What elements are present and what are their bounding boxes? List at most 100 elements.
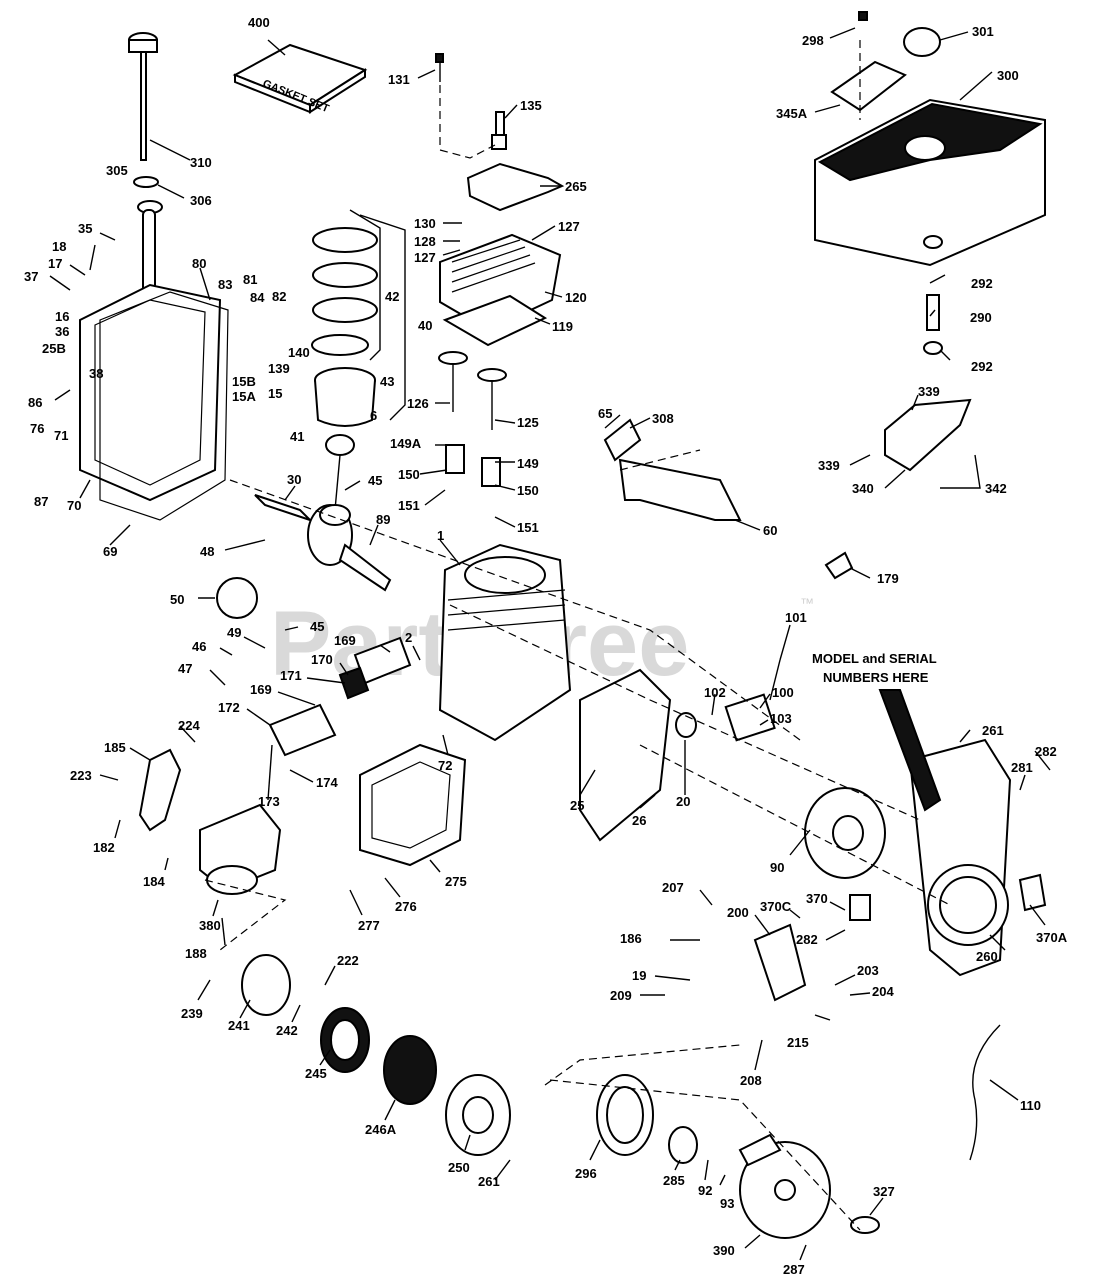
part-label: 15A — [232, 389, 256, 404]
cylinder-head — [439, 233, 562, 332]
control-bracket — [884, 398, 972, 472]
part-label: 292 — [971, 276, 993, 291]
part-label: 370 — [806, 891, 828, 906]
part-label: 290 — [970, 310, 992, 325]
part-label: 15B — [232, 374, 256, 389]
part-label: 203 — [857, 963, 879, 978]
watermark-trademark: ™ — [800, 595, 814, 611]
part-label: 135 — [520, 98, 542, 113]
spark-plug — [491, 111, 507, 150]
part-label: 87 — [34, 494, 48, 509]
part-label: 174 — [316, 775, 338, 790]
part-label: 242 — [276, 1023, 298, 1038]
part-label: 149A — [390, 436, 422, 451]
blower-housing — [579, 668, 672, 842]
part-label: 45 — [310, 619, 324, 634]
part-label: 2 — [405, 630, 412, 645]
part-label: 250 — [448, 1160, 470, 1175]
part-label: 173 — [258, 794, 280, 809]
part-label: 65 — [598, 406, 612, 421]
part-label: 45 — [368, 473, 382, 488]
part-label: 222 — [337, 953, 359, 968]
ground-wire — [969, 1024, 1001, 1161]
part-label: 185 — [104, 740, 126, 755]
part-label: 300 — [997, 68, 1019, 83]
part-label: 37 — [24, 269, 38, 284]
part-labels: 400 131 135 298 301 300 345A 310 305 306… — [24, 15, 1068, 1277]
part-label: 370A — [1036, 930, 1068, 945]
part-label: 170 — [311, 652, 333, 667]
part-label: 306 — [190, 193, 212, 208]
part-label: 224 — [178, 718, 200, 733]
intake-elbow — [138, 748, 182, 832]
part-label: 370C — [760, 899, 792, 914]
starter-cup — [596, 1074, 654, 1156]
part-label: 305 — [106, 163, 128, 178]
part-label: 241 — [228, 1018, 250, 1033]
part-label: 282 — [1035, 744, 1057, 759]
part-label: 340 — [852, 481, 874, 496]
part-label: 16 — [55, 309, 69, 324]
part-label: 84 — [250, 290, 265, 305]
part-label: 310 — [190, 155, 212, 170]
part-label: 151 — [517, 520, 539, 535]
note-arrow — [878, 689, 942, 812]
part-label: 72 — [438, 758, 452, 773]
part-label: 296 — [575, 1166, 597, 1181]
clip-179 — [824, 551, 854, 580]
crankcase-cover — [79, 283, 222, 502]
rewind-starter — [738, 1133, 831, 1239]
bushing — [668, 1126, 698, 1164]
part-label: 1 — [437, 528, 444, 543]
governor-gear — [216, 577, 258, 619]
part-label: 150 — [398, 467, 420, 482]
part-label: 100 — [772, 685, 794, 700]
part-label: 40 — [418, 318, 432, 333]
part-label: 70 — [67, 498, 81, 513]
part-label: 119 — [552, 319, 573, 334]
piston — [314, 367, 376, 427]
governor-bracket — [753, 923, 807, 1002]
bolt-131 — [435, 53, 444, 82]
part-label: 282 — [796, 932, 818, 947]
part-label: 6 — [370, 408, 377, 423]
dipstick-tube — [137, 200, 163, 296]
part-label: 276 — [395, 899, 417, 914]
carburetor — [199, 803, 282, 895]
decal-370a — [1018, 873, 1047, 912]
part-label: 83 — [218, 277, 232, 292]
part-label: 265 — [565, 179, 587, 194]
ignition-module — [724, 659, 781, 742]
part-label: 246A — [365, 1122, 397, 1137]
flywheel — [804, 787, 886, 879]
part-label: 390 — [713, 1243, 735, 1258]
part-label: 38 — [89, 366, 103, 381]
part-label: 130 — [414, 216, 436, 231]
part-label: 281 — [1011, 760, 1033, 775]
part-label: 172 — [218, 700, 240, 715]
part-label: 25B — [42, 341, 66, 356]
part-label: 171 — [280, 668, 302, 683]
part-label: 339 — [818, 458, 840, 473]
part-label: 49 — [227, 625, 241, 640]
part-label: 43 — [380, 374, 394, 389]
part-label: 90 — [770, 860, 784, 875]
part-label: 60 — [763, 523, 777, 538]
air-filter-element — [320, 1007, 370, 1073]
part-label: 151 — [398, 498, 420, 513]
part-label: 80 — [192, 256, 206, 271]
note-line-1: MODEL and SERIAL — [812, 651, 937, 666]
part-label: 126 — [407, 396, 429, 411]
starter-handle — [850, 1216, 880, 1234]
part-label: 150 — [517, 483, 539, 498]
air-cleaner-cover — [445, 1074, 511, 1156]
part-label: 186 — [620, 931, 642, 946]
piston-rings — [311, 227, 378, 356]
dipstick — [128, 32, 158, 161]
part-label: 30 — [287, 472, 301, 487]
part-label: 76 — [30, 421, 44, 436]
part-label: 301 — [972, 24, 994, 39]
part-label: 69 — [103, 544, 117, 559]
part-label: 15 — [268, 386, 282, 401]
